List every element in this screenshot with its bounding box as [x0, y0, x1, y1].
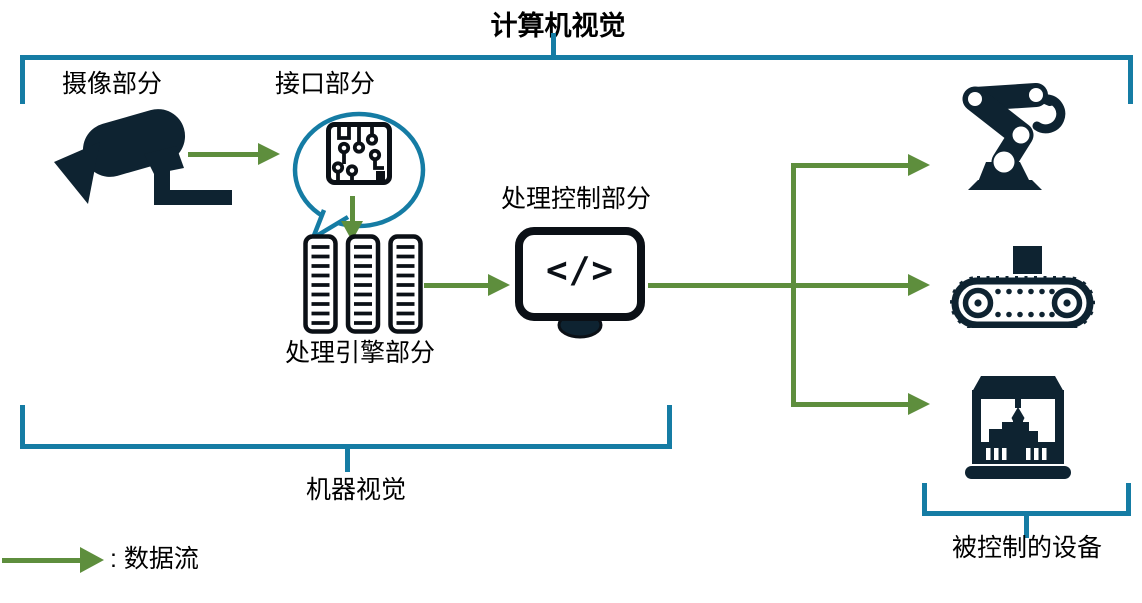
cctv-camera-icon: [54, 109, 232, 205]
computer-vision-bracket: [20, 55, 1133, 104]
interface-section-label: 接口部分: [274, 70, 375, 98]
data-flow-arrow-line: [648, 283, 908, 288]
data-flow-arrowhead: [908, 393, 930, 415]
controlled-devices-bracket-tick: [1024, 515, 1029, 538]
computer-vision-title: 计算机视觉: [490, 11, 626, 41]
camera-section-label: 摄像部分: [61, 70, 162, 98]
legend-label: : 数据流: [110, 545, 199, 573]
machine-vision-bracket-tick: [345, 448, 350, 472]
data-flow-arrowhead: [908, 154, 930, 176]
data-flow-branch-line: [791, 163, 796, 407]
processing-control-label: 处理控制部分: [500, 185, 651, 213]
3d-printer-icon: [965, 376, 1071, 479]
data-flow-arrowhead: [258, 143, 280, 165]
machine-vision-bracket: [20, 405, 672, 449]
data-flow-arrow-line: [350, 196, 355, 222]
processing-engine-label: 处理引擎部分: [284, 339, 435, 367]
data-flow-arrow-line: [791, 402, 908, 407]
data-flow-arrow-line: [791, 163, 908, 168]
data-flow-arrowhead: [908, 274, 930, 296]
data-flow-arrow-line: [188, 152, 258, 157]
robot-arm-icon: [962, 83, 1066, 190]
server-racks-icon: [303, 234, 423, 335]
data-flow-arrow-line: [424, 283, 488, 288]
code-monitor-icon: [515, 227, 645, 339]
legend-arrowhead: [80, 547, 104, 573]
machine-vision-label: 机器视觉: [305, 476, 406, 504]
data-flow-arrowhead: [488, 274, 510, 296]
controlled-devices-bracket: [922, 483, 1131, 516]
conveyor-belt-icon: [950, 246, 1095, 328]
monitor-code-glyph: </>: [545, 250, 615, 291]
computer-vision-bracket-tick: [551, 33, 556, 57]
controlled-devices-label: 被控制的设备: [951, 534, 1102, 562]
legend-arrow-line: [2, 558, 80, 563]
